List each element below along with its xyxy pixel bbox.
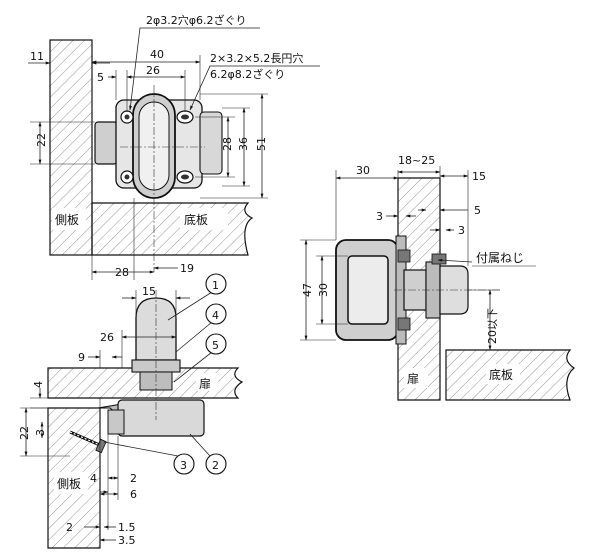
- top-view: 側板 底板 11 40 5 26: [28, 13, 320, 280]
- callout-5: [205, 333, 227, 355]
- dim-2b: 2: [66, 521, 73, 534]
- front-view: 扉 側板 15 26 9: [18, 273, 244, 549]
- side-panel-label: 側板: [55, 213, 79, 227]
- dim-5-side: 5: [474, 204, 481, 217]
- dim-40: 40: [150, 48, 164, 61]
- dim-22-front: 22: [18, 426, 31, 440]
- dim-28h: 28: [115, 266, 129, 279]
- dim-15-side: 15: [472, 170, 486, 183]
- dim-3-front: 3: [34, 429, 47, 436]
- dim-5: 5: [97, 71, 104, 84]
- callout-4: [205, 303, 227, 325]
- dim-2a: 2: [130, 472, 137, 485]
- dim-36: 36: [237, 137, 250, 151]
- callout-1-label: 1: [212, 279, 219, 292]
- side-door-label: 扉: [407, 372, 419, 386]
- dim-19: 19: [180, 262, 194, 275]
- dim-26: 26: [146, 64, 160, 77]
- dim-22: 22: [35, 133, 48, 147]
- catch-body: [117, 399, 205, 437]
- dim-3a: 3: [376, 210, 383, 223]
- hole-spec-label: 2φ3.2穴φ6.2ざぐり: [146, 13, 247, 27]
- door-label: 扉: [199, 377, 211, 391]
- dim-3b: 3: [458, 224, 465, 237]
- dim-30h: 30: [356, 164, 370, 177]
- side-view: 扉 底板 30 18~25 15 3 5: [300, 154, 576, 401]
- plate-side: [199, 111, 223, 175]
- dim-11: 11: [30, 50, 44, 63]
- dim-4b: 4: [90, 472, 97, 485]
- callout-4-label: 4: [212, 309, 219, 322]
- bottom-panel-label: 底板: [184, 212, 208, 227]
- dim-51: 51: [255, 137, 268, 151]
- dim-15-front: 15: [142, 285, 156, 298]
- side-bottom-label: 底板: [489, 367, 513, 382]
- slot-spec-2: 6.2φ8.2ざぐり: [210, 67, 285, 81]
- catch-block: [94, 121, 118, 165]
- front-side-panel-label: 側板: [57, 477, 81, 491]
- dim-26-front: 26: [100, 331, 114, 344]
- dim-28v: 28: [221, 137, 234, 151]
- dim-20max: 20以下: [486, 308, 499, 344]
- screw: [69, 430, 107, 454]
- callout-3: [173, 453, 195, 475]
- callout-3-label: 3: [180, 459, 187, 472]
- slot-spec-1: 2×3.2×5.2長円穴: [210, 51, 303, 65]
- dim-47: 47: [301, 283, 314, 297]
- dim-9: 9: [78, 351, 85, 364]
- callout-5-label: 5: [212, 339, 219, 352]
- screw-label: 付属ねじ: [476, 251, 524, 265]
- dim-18-25: 18~25: [398, 154, 435, 167]
- callout-1: [205, 273, 227, 295]
- dim-6: 6: [130, 488, 137, 501]
- dim-3-5: 3.5: [118, 534, 136, 547]
- dim-30v: 30: [317, 283, 330, 297]
- callout-2: [205, 453, 227, 475]
- dim-1-5: 1.5: [118, 521, 136, 534]
- dim-4-front: 4: [32, 381, 45, 388]
- callout-2-label: 2: [212, 459, 219, 472]
